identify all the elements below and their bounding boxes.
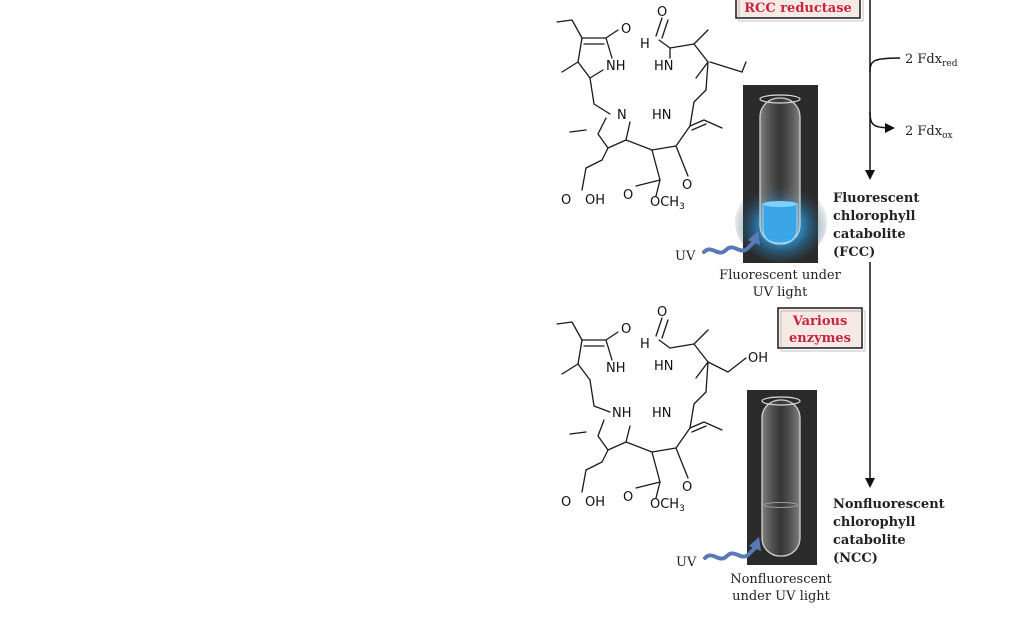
svg-text:H: H [640, 37, 650, 52]
ncc-tube-caption-line2: under UV light [732, 589, 831, 604]
svg-text:O: O [657, 305, 667, 320]
fcc-och3: OCH3 [650, 195, 685, 212]
svg-text:NH: NH [606, 59, 626, 74]
svg-text:catabolite: catabolite [833, 533, 906, 548]
svg-text:HN: HN [654, 359, 674, 374]
svg-text:Fluorescent: Fluorescent [833, 191, 919, 206]
svg-text:enzymes: enzymes [789, 331, 851, 346]
svg-text:O: O [561, 193, 571, 208]
fcc-label: Fluorescent chlorophyll catabolite (FCC) [833, 191, 919, 260]
svg-text:HN: HN [652, 406, 672, 421]
svg-text:OH: OH [585, 193, 605, 208]
svg-text:OH: OH [748, 351, 768, 366]
svg-text:NH: NH [606, 361, 626, 376]
svg-text:O: O [657, 5, 667, 20]
fcc-tube-caption-line1: Fluorescent under [719, 268, 841, 283]
uv-label-ncc: UV [676, 555, 697, 570]
svg-text:(NCC): (NCC) [833, 551, 878, 566]
svg-text:catabolite: catabolite [833, 227, 906, 242]
svg-text:O: O [623, 188, 633, 203]
svg-text:H: H [640, 337, 650, 352]
fdx-branch [869, 57, 901, 133]
fcc-test-tube-photo [735, 85, 827, 263]
fdx-red-label: 2 Fdxred [905, 52, 958, 69]
svg-text:O: O [682, 480, 692, 495]
ncc-tube-caption-line1: Nonfluorescent [730, 572, 832, 587]
svg-text:HN: HN [654, 59, 674, 74]
ncc-structure: O NH O H OH HN NH HN O OH O O OCH3 [556, 305, 768, 514]
rcc-reductase-box: RCC reductase [735, 0, 864, 22]
svg-text:OH: OH [585, 495, 605, 510]
svg-text:O: O [623, 490, 633, 505]
svg-text:chlorophyll: chlorophyll [833, 515, 916, 530]
uv-label-fcc: UV [675, 249, 696, 264]
various-enzymes-box: Various enzymes [777, 307, 866, 352]
ncc-och3: OCH3 [650, 497, 685, 514]
fdx-ox-label: 2 Fdxox [905, 124, 953, 141]
uv-arrow-ncc [703, 546, 757, 561]
svg-text:HN: HN [652, 108, 672, 123]
uv-arrow-fcc [702, 240, 756, 255]
svg-text:(FCC): (FCC) [833, 245, 875, 260]
svg-text:Nonfluorescent: Nonfluorescent [833, 497, 945, 512]
svg-text:Various: Various [792, 314, 848, 329]
fcc-fluid [762, 203, 798, 244]
svg-text:N: N [617, 108, 627, 123]
svg-text:O: O [561, 495, 571, 510]
svg-text:O: O [621, 322, 631, 337]
svg-text:O: O [621, 22, 631, 37]
ncc-test-tube-photo [747, 390, 817, 565]
svg-text:O: O [682, 178, 692, 193]
svg-text:NH: NH [612, 406, 632, 421]
svg-text:chlorophyll: chlorophyll [833, 209, 916, 224]
fcc-tube-caption-line2: UV light [753, 285, 808, 300]
fcc-structure: O NH O H HN N O OH HN O O OCH3 [556, 5, 747, 212]
rcc-reductase-label: RCC reductase [744, 1, 852, 16]
ncc-label: Nonfluorescent chlorophyll catabolite (N… [833, 497, 945, 566]
